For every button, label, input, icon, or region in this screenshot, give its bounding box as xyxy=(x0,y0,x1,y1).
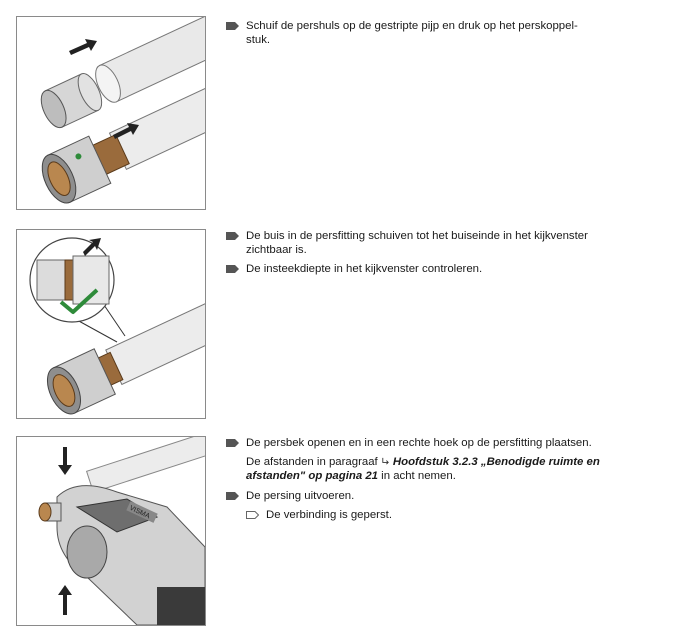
step-item: Schuif de pershuls op de gestripte pijp … xyxy=(226,19,646,47)
step-text: De persbek openen en in een rechte hoek … xyxy=(246,437,592,449)
insert-pipe-illustration xyxy=(29,237,205,415)
filled-arrow-tag-icon xyxy=(226,265,239,273)
step-text: De insteekdiepte in het kijkvenster cont… xyxy=(246,263,483,275)
section-3-text: De persbek openen en in een rechte hoek … xyxy=(226,436,646,527)
chapter-reference-link[interactable]: Hoofdstuk 3.2.3 „Benodigde ruimte en afs… xyxy=(246,456,600,482)
filled-arrow-tag-icon xyxy=(226,439,239,447)
distance-note: De afstanden in paragraaf Hoofdstuk 3.2.… xyxy=(226,455,646,483)
step-text: De buis in de persfitting schuiven tot h… xyxy=(246,230,588,256)
step-text: De persing uitvoeren. xyxy=(246,490,355,502)
filled-arrow-tag-icon xyxy=(226,492,239,500)
note-suffix: in acht nemen. xyxy=(378,470,456,482)
step-item: De persing uitvoeren. xyxy=(226,489,646,503)
check-icon xyxy=(59,288,99,314)
note-prefix: De afstanden in paragraaf xyxy=(246,456,381,468)
outline-arrow-tag-icon xyxy=(246,511,259,519)
sleeve-pipe-illustration xyxy=(40,17,205,204)
result-text: De verbinding is geperst. xyxy=(266,509,392,521)
step-item: De persbek openen en in een rechte hoek … xyxy=(226,436,646,450)
figure-insert-pipe xyxy=(16,229,206,419)
step-item: De buis in de persfitting schuiven tot h… xyxy=(226,229,646,257)
figure-press-tool: VISMA xyxy=(16,436,206,626)
filled-arrow-tag-icon xyxy=(226,232,239,240)
figure-sleeve-onto-pipe xyxy=(16,16,206,210)
press-tool-illustration: VISMA xyxy=(38,437,205,625)
step-text: Schuif de pershuls op de gestripte pijp … xyxy=(246,20,578,46)
filled-arrow-tag-icon xyxy=(226,22,239,30)
result-item: De verbinding is geperst. xyxy=(226,508,646,522)
step-item: De insteekdiepte in het kijkvenster cont… xyxy=(226,262,646,276)
section-2-text: De buis in de persfitting schuiven tot h… xyxy=(226,229,646,281)
section-1-text: Schuif de pershuls op de gestripte pijp … xyxy=(226,19,646,52)
link-arrow-icon xyxy=(382,457,389,465)
